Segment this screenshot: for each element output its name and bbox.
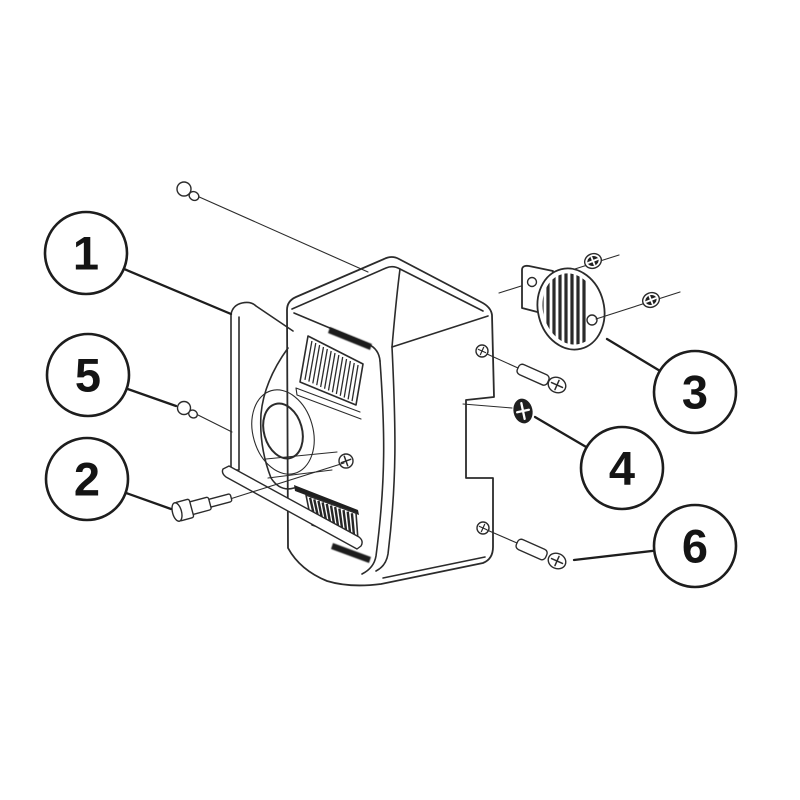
bracket-top-edge: [230, 301, 294, 332]
callout-3: 3: [605, 337, 738, 435]
model-label-band-upper: [328, 327, 372, 350]
plate-screw-b: [641, 291, 661, 309]
hub-and-bore: [251, 389, 354, 479]
bore-rim: [251, 389, 315, 475]
callout-2: 2: [44, 436, 173, 522]
bore-opening: [262, 402, 304, 460]
callout-number-4: 4: [609, 442, 635, 495]
screw-right-upper: [486, 353, 567, 394]
bracket-bottom-flange: [221, 465, 363, 550]
callout-number-5: 5: [75, 349, 101, 402]
callout-circle-1: [43, 210, 129, 296]
plate-screw-a: [583, 252, 603, 270]
callout-number-6: 6: [682, 520, 708, 573]
housing-bottom-inner-edge: [382, 556, 486, 579]
screw-4: [462, 398, 533, 424]
callout-circle-6: [652, 503, 738, 589]
grille-upper: [295, 327, 372, 420]
screw-top: [176, 181, 369, 273]
screw-5: [176, 400, 233, 433]
bracket-left-edge: [230, 313, 240, 471]
bolt-2: [171, 462, 345, 522]
vent-plate-hole: [586, 314, 598, 326]
housing-screw-holes: [475, 344, 490, 535]
gear-housing: [259, 256, 495, 587]
housing-front-right-band: [375, 346, 396, 572]
callout-number-1: 1: [73, 227, 99, 280]
callout-5: 5: [45, 332, 178, 418]
vent-plate-tab-hole: [526, 276, 538, 288]
housing-front-right-edge: [361, 360, 385, 575]
callout-circle-2: [44, 436, 130, 522]
callout-layer: 1 5 2 346: [43, 210, 738, 589]
housing-corner-band: [391, 268, 401, 348]
grille-upper-frame: [299, 335, 364, 406]
callout-number-3: 3: [682, 366, 708, 419]
plate-axis-lower: [595, 291, 681, 320]
callout-4: 4: [533, 415, 665, 511]
housing-front-lobe: [259, 347, 295, 490]
screw-6: [486, 529, 567, 570]
callout-number-2: 2: [74, 453, 100, 506]
callout-circle-3: [652, 349, 738, 435]
hub-boss-edges: [265, 451, 338, 479]
housing-right-wall-edge: [391, 315, 489, 348]
callout-circle-4: [579, 425, 665, 511]
hub-center-screw-cross: [340, 455, 352, 467]
vent-plate: [498, 254, 681, 351]
callout-6: 6: [572, 503, 738, 589]
grille-upper-slats: [304, 340, 359, 402]
callout-1: 1: [43, 210, 233, 316]
grille-upper-sill: [295, 387, 362, 420]
callout-circle-5: [45, 332, 131, 418]
model-label-band-lower: [331, 543, 371, 563]
